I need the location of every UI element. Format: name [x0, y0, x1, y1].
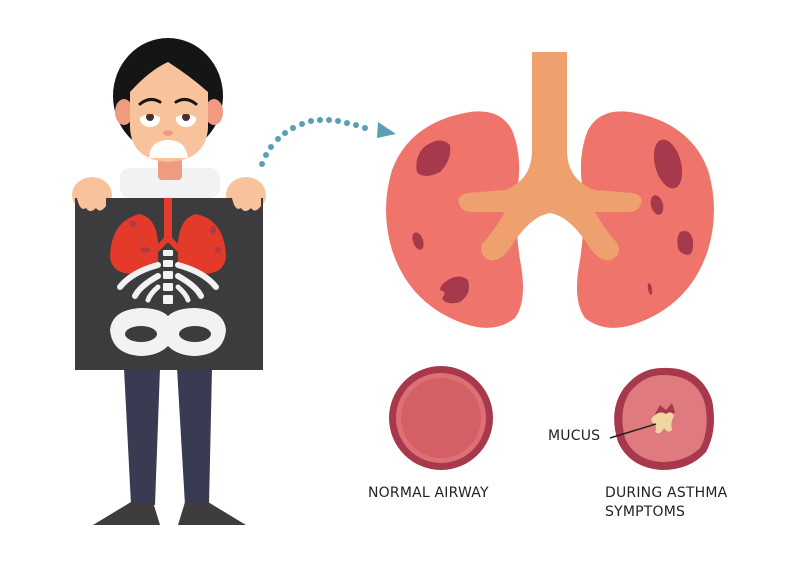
normal-airway-diagram — [389, 366, 493, 470]
left-shoe — [93, 502, 160, 525]
mucus-label: MUCUS — [548, 428, 601, 444]
xray-pelvis — [110, 308, 226, 356]
face — [130, 62, 208, 162]
dotted-arrow — [259, 117, 396, 167]
right-leg — [177, 368, 212, 505]
mucus-blob — [651, 412, 674, 434]
mouth — [149, 140, 188, 158]
lung-spot — [416, 140, 451, 176]
person-figure — [72, 38, 266, 525]
mucus-pointer-line — [609, 423, 657, 439]
right-eyebrow — [174, 97, 198, 106]
xray-spine — [163, 250, 173, 256]
right-shoe — [178, 502, 246, 525]
right-pupil — [182, 113, 190, 121]
nose — [163, 130, 173, 136]
shirt — [120, 168, 220, 198]
left-ear — [115, 99, 133, 125]
xray-left-lung — [110, 214, 158, 274]
right-ear — [205, 99, 223, 125]
normal-airway-label: NORMAL AIRWAY — [368, 485, 489, 501]
lungs-diagram — [386, 52, 714, 328]
neck — [158, 158, 182, 180]
arrow-head-icon — [377, 122, 396, 138]
xray-ribs — [117, 262, 161, 290]
asthma-airway-diagram — [609, 367, 714, 470]
asthma-airway-label-line1: DURING ASTHMA — [605, 485, 728, 501]
trachea — [532, 52, 567, 152]
left-eyebrow — [138, 97, 162, 106]
left-leg — [124, 368, 160, 505]
asthma-airway-label-line2: SYMPTOMS — [605, 504, 686, 520]
left-pupil — [146, 113, 154, 121]
bronchi — [458, 150, 642, 261]
normal-airway-lumen — [401, 378, 481, 458]
xray-film — [75, 198, 263, 370]
